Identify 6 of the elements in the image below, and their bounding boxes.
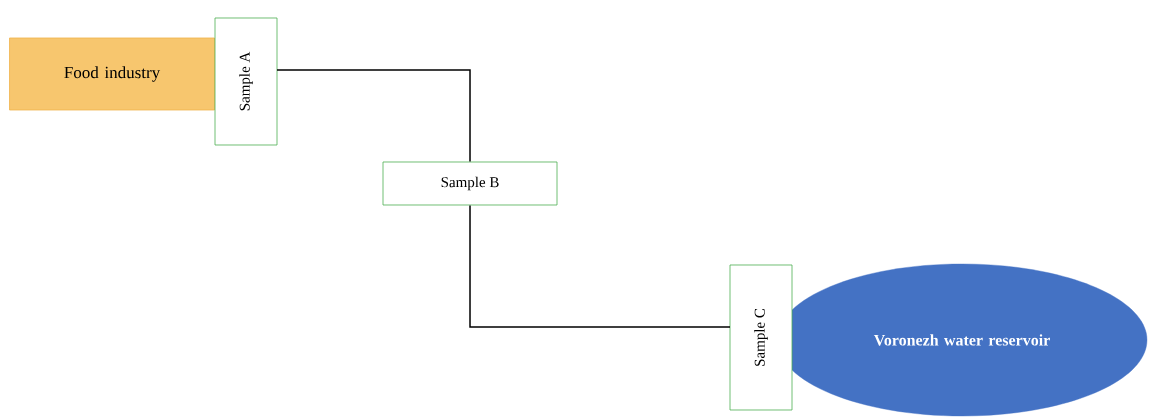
sample-box: Sample C [729,264,793,411]
sample-box: Sample A [214,17,278,146]
sample-box: Sample B [382,161,558,206]
connector-line [276,69,471,163]
source-box: Food industry [9,37,215,111]
connector-line [469,204,731,328]
